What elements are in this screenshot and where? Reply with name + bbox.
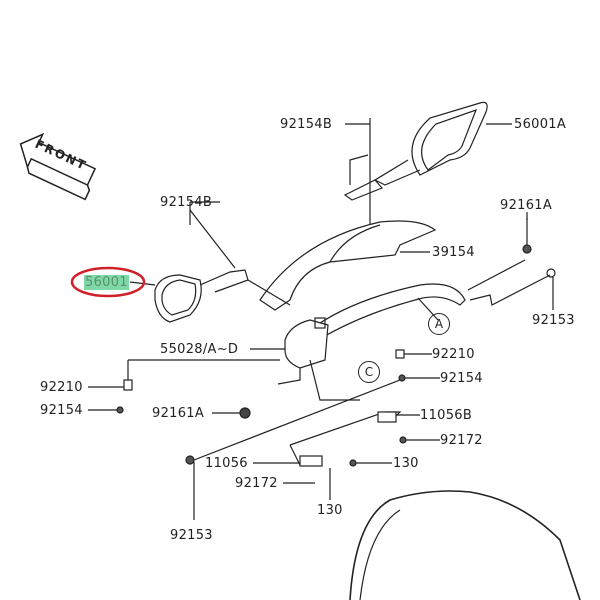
part-label-92161a-left[interactable]: 92161A [152, 406, 205, 421]
headlight-cover-drawing [349, 490, 581, 600]
part-label-92154b-left[interactable]: 92154B [160, 195, 213, 210]
part-label-130-bottom[interactable]: 130 [317, 503, 343, 518]
upper-cowl-drawing [259, 220, 437, 311]
part-label-92172-right[interactable]: 92172 [440, 433, 483, 448]
part-label-92172-left[interactable]: 92172 [235, 476, 278, 491]
part-label-92161a-right[interactable]: 92161A [500, 198, 553, 213]
part-label-130-right[interactable]: 130 [393, 456, 419, 471]
part-label-92153-right[interactable]: 92153 [532, 313, 575, 328]
part-label-92154b-top[interactable]: 92154B [280, 117, 333, 132]
highlight-ring [70, 266, 146, 298]
part-label-39154[interactable]: 39154 [432, 245, 475, 260]
leader-lines [88, 123, 528, 520]
mirror-right-drawing [343, 101, 488, 245]
part-label-56001-highlighted[interactable]: 56001 [84, 275, 129, 290]
part-label-56001a[interactable]: 56001A [514, 117, 567, 132]
mirror-left-drawing [129, 209, 291, 323]
front-arrow-icon [19, 132, 97, 201]
part-label-55028[interactable]: 55028/A~D [160, 342, 239, 357]
callout-c: C [358, 361, 380, 383]
part-label-92154-right[interactable]: 92154 [440, 371, 483, 386]
bracket-55028-drawing [250, 317, 360, 401]
part-label-92154-left[interactable]: 92154 [40, 403, 83, 418]
part-label-11056b[interactable]: 11056B [420, 408, 473, 423]
part-label-92153-left[interactable]: 92153 [170, 528, 213, 543]
callout-a: A [428, 313, 450, 335]
part-label-92210-right[interactable]: 92210 [432, 347, 475, 362]
part-label-11056[interactable]: 11056 [205, 456, 248, 471]
part-label-92210-left[interactable]: 92210 [40, 380, 83, 395]
fasteners [116, 349, 407, 467]
